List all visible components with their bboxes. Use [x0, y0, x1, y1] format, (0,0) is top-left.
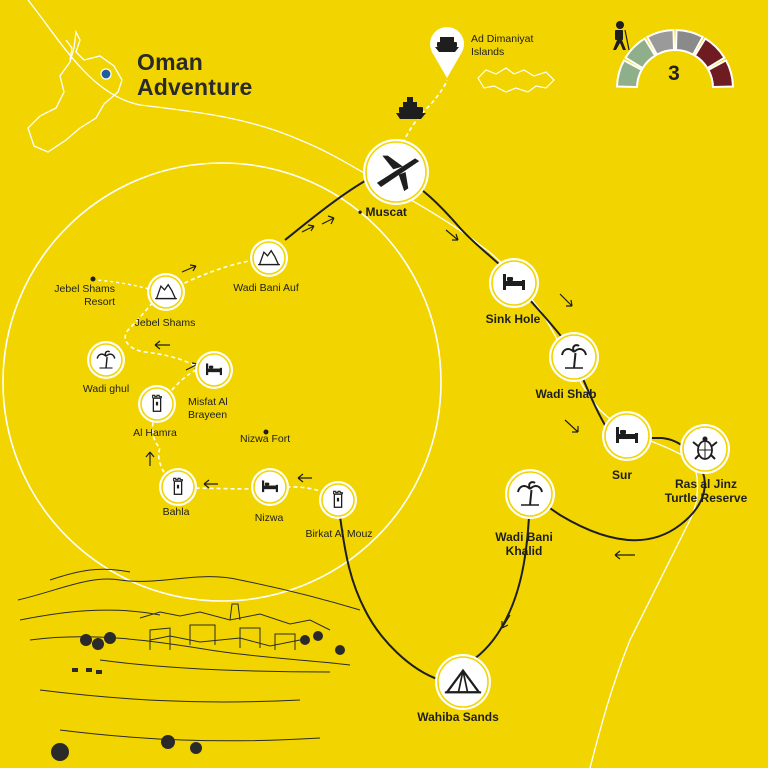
ferry-pin-icon [435, 37, 459, 52]
label-al-hamra: Al Hamra [133, 427, 177, 439]
label-ras-al-jinz: Ras al Jinz Turtle Reserve [664, 477, 748, 505]
village-sketch [17, 568, 361, 742]
stop-marker-sink-hole [489, 258, 539, 308]
label-birkat: Birkat Al Mouz [305, 528, 373, 540]
direction-arrows [145, 215, 635, 629]
stop-marker-muscat [363, 139, 429, 205]
gauge-segment [707, 58, 735, 89]
gauge-segment [624, 37, 657, 70]
stop-marker-bahla [159, 468, 197, 506]
label-dimaniyat: Ad Dimaniyat Islands [471, 33, 534, 58]
fort-icon [173, 477, 183, 495]
label-wadi-shab: Wadi Shab [535, 387, 597, 401]
gauge-segment [674, 28, 705, 56]
mountain-icon [258, 249, 280, 266]
inset-circle [2, 162, 442, 602]
label-muscat: • Muscat [358, 205, 407, 219]
airplane-icon [376, 155, 420, 192]
palm-tree-icon [561, 344, 587, 369]
stop-circle [252, 241, 286, 275]
label-wadi-bani-khalid: Wadi Bani Khalid [495, 530, 553, 558]
label-misfat: Misfat Al Brayeen [188, 396, 228, 421]
bed-icon [616, 427, 638, 443]
stop-marker-wadi-bani-khalid [505, 469, 555, 519]
nizwa-fort-dot [263, 429, 269, 435]
hiker-icon [613, 21, 630, 51]
stop-marker-misfat [195, 351, 233, 389]
gauge-segment [693, 37, 726, 70]
oman-outline [27, 29, 123, 153]
label-wadi-ghul: Wadi ghul [82, 383, 130, 395]
gauge-inner [639, 52, 711, 88]
camel-sketch [72, 668, 102, 674]
difficulty-value: 3 [668, 62, 680, 85]
label-bahla: Bahla [162, 506, 190, 518]
fort-icon [152, 394, 162, 412]
stop-circle [437, 656, 489, 708]
palm-tree-icon [517, 481, 543, 506]
gauge-segment [615, 58, 643, 89]
ship-icon [396, 97, 426, 119]
label-nizwa: Nizwa [254, 512, 284, 524]
gauge-segment [645, 28, 676, 56]
turtle-icon [692, 436, 718, 460]
stop-circle [89, 343, 123, 377]
main-route-muscat-in [284, 177, 371, 241]
stop-marker-wadi-ghul [87, 341, 125, 379]
label-jebel-shams: Jebel Shams [134, 317, 196, 329]
difficulty-gauge [615, 28, 735, 89]
label-wahiba: Wahiba Sands [417, 710, 499, 724]
stop-circle [507, 471, 553, 517]
map-title: Oman Adventure [137, 50, 253, 100]
label-nizwa-fort: Nizwa Fort [240, 433, 291, 445]
stop-marker-wadi-shab [549, 332, 599, 382]
tent-icon [444, 668, 482, 694]
stop-marker-al-hamra [138, 385, 176, 423]
label-jebel-shams-resort: Jebel Shams Resort [54, 283, 115, 308]
stop-circle [551, 334, 597, 380]
stop-marker-wadi-bani-auf [250, 239, 288, 277]
label-wadi-bani-auf: Wadi Bani Auf [233, 282, 299, 294]
stop-marker-sur [602, 411, 652, 461]
bed-icon [206, 363, 222, 376]
fort-icon [333, 490, 343, 508]
island-outline [477, 67, 555, 93]
stop-marker-wahiba [435, 654, 491, 710]
mountain-icon [155, 283, 177, 300]
gauge-segments [615, 28, 735, 89]
title-line-1: Oman [137, 49, 203, 75]
inner-route-resort [95, 279, 161, 293]
palm-sketches [51, 631, 345, 761]
stop-marker-jebel-shams [147, 273, 185, 311]
stop-marker-ras-al-jinz [680, 424, 730, 474]
palm-tree-icon [96, 350, 116, 369]
title-line-2: Adventure [137, 74, 253, 100]
stop-circle [149, 275, 183, 309]
bed-icon [503, 274, 525, 290]
jebel-shams-resort-dot [90, 276, 96, 282]
main-route-wahiba [337, 499, 441, 681]
label-sur: Sur [611, 468, 633, 482]
oman-location-dot [100, 68, 112, 80]
stop-marker-nizwa [251, 468, 289, 506]
bed-icon [262, 480, 278, 493]
label-sink-hole: Sink Hole [485, 312, 541, 326]
stop-marker-birkat [319, 481, 357, 519]
